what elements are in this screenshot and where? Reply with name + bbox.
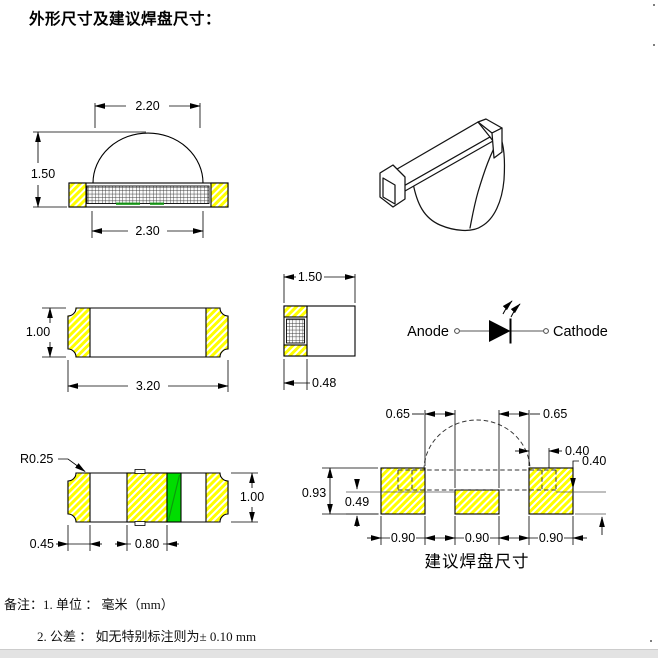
dim-outer-pad-height: 0.93: [302, 486, 326, 500]
led-diode-icon: [489, 320, 511, 342]
dim-bottom-view-height: 1.00: [240, 490, 264, 504]
note-tolerance: 2. 公差 ： 如无特别标注则为± 0.10 mm: [37, 629, 257, 644]
dim-center-pad-width: 0.80: [135, 537, 159, 551]
polarity-symbol: Anode Cathode: [407, 300, 608, 344]
dim-right-gap: 0.65: [543, 407, 567, 421]
drawing-end-view: 1.50 0.48: [283, 270, 356, 390]
top-view-pad-right: [205, 307, 229, 358]
dim-pad-width-3: 0.90: [539, 531, 563, 545]
drawing-isometric-view: [379, 118, 506, 231]
led-dome-outline: [92, 132, 204, 184]
drawing-side-view: 2.20 1.50 2.30: [31, 99, 229, 238]
led-body-texture: [86, 185, 210, 204]
dim-top-view-length: 3.20: [136, 379, 160, 393]
dim-corner-radius: R0.25: [20, 452, 53, 466]
bottom-view-pad-left: [67, 472, 91, 523]
dim-pad-overlap: 0.40: [565, 444, 589, 458]
anode-label: Anode: [407, 324, 449, 340]
terminal-right: [210, 182, 229, 208]
anode-terminal-dot: [454, 328, 460, 334]
dim-end-view-width: 1.50: [298, 270, 322, 284]
end-view-terminal-top: [283, 305, 308, 318]
dim-pad-width-2: 0.90: [465, 531, 489, 545]
drawing-pad-layout: 0.65 0.65 0.40 0.40 0.93 0.49 0.90 0.90 …: [302, 407, 607, 571]
dim-pad-overhang: 0.40: [582, 454, 606, 468]
page-edge-dots: [650, 4, 655, 642]
solder-pad-center: [454, 489, 500, 515]
page-bottom-bar: [0, 649, 658, 658]
light-emission-arrows-icon: [502, 300, 521, 318]
bottom-view-pad-right: [205, 472, 229, 523]
dim-top-view-width: 1.00: [26, 325, 50, 339]
dim-end-view-terminal: 0.48: [312, 376, 336, 390]
terminal-left: [68, 182, 87, 208]
cathode-terminal-dot: [543, 328, 549, 334]
solder-pad-right: [528, 467, 574, 515]
dim-center-pad-height: 0.49: [345, 495, 369, 509]
cathode-label: Cathode: [553, 324, 608, 340]
page-title: 外形尺寸及建议焊盘尺寸：: [29, 11, 222, 28]
dim-pad-width-1: 0.90: [391, 531, 415, 545]
drawing-top-view: 1.00 3.20: [26, 307, 229, 393]
bottom-view-center-pad: [126, 472, 168, 523]
end-view-texture: [286, 318, 305, 344]
top-view-pad-left: [67, 307, 91, 358]
solder-pad-left: [380, 467, 426, 515]
pad-layout-caption: 建议焊盘尺寸: [425, 552, 530, 571]
drawing-bottom-view: R0.25 0.45 0.80 1.00: [20, 452, 264, 551]
dome-3d: [412, 135, 506, 231]
dim-total-height: 1.50: [31, 167, 55, 181]
note-label: 备注：: [4, 597, 44, 612]
end-view-terminal-bottom: [283, 344, 308, 357]
dim-left-gap: 0.65: [386, 407, 410, 421]
dim-base-width: 2.30: [135, 224, 159, 238]
package-outline-overlay: [397, 419, 557, 491]
dim-dome-width: 2.20: [135, 99, 159, 113]
note-units: 备注：1. 单位 ： 毫米（mm）: [4, 597, 174, 612]
dim-end-pad-width: 0.45: [30, 537, 54, 551]
